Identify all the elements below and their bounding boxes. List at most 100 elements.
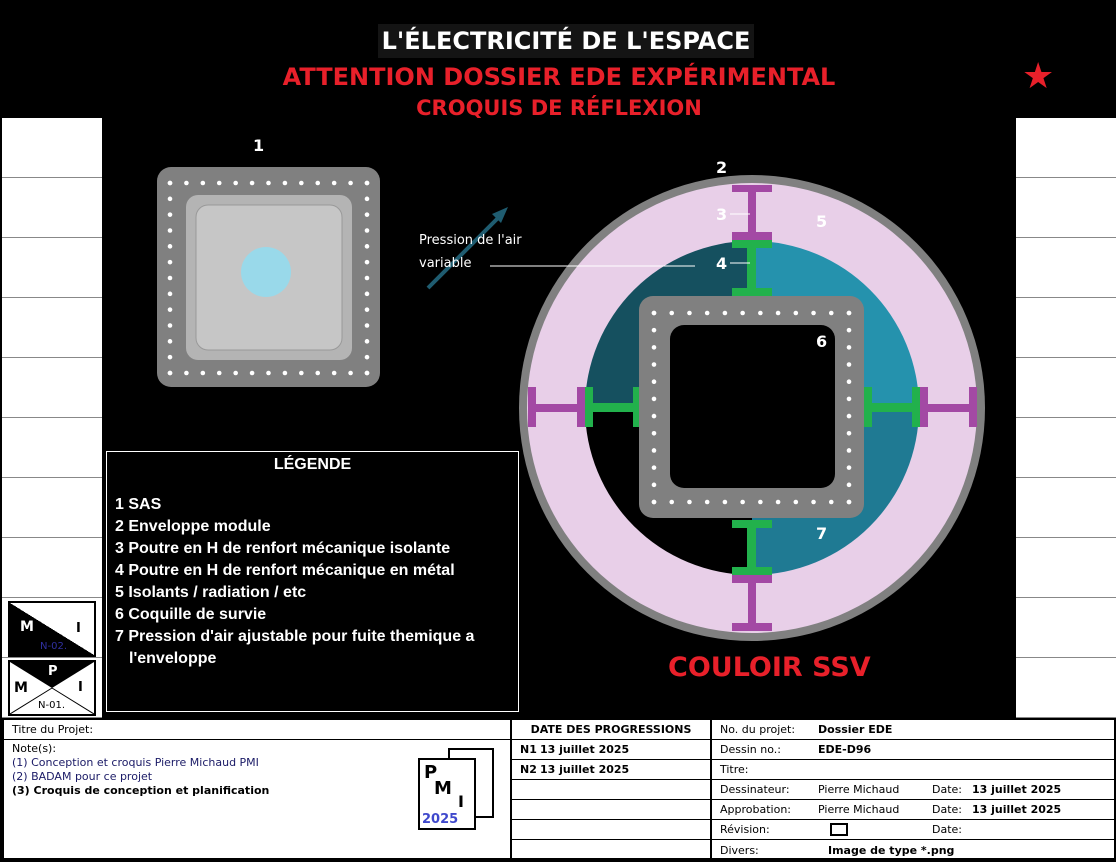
rivet-dot [846,379,852,385]
rivet-dot [167,259,173,265]
rivet-dot [775,310,781,316]
rivet-dot [266,180,271,186]
star-icon: ★ [1022,56,1055,97]
page-title: L'ÉLECTRICITÉ DE L'ESPACE [378,24,754,58]
rivet-dot [651,413,657,419]
rivet-dot [299,180,304,186]
corridor-label: COULOIR SSV [668,652,871,683]
rivet-dot [364,291,370,297]
progress-date: 13 juillet 2025 [540,743,630,756]
rivet-dot [266,370,271,376]
legend-item: 2 Enveloppe module [115,518,271,535]
notes-block: Titre du Projet: Note(s): (1) Conception… [2,718,512,860]
rivet-dot [846,499,852,505]
label-4: 4 [716,254,728,273]
rivet-dot [687,499,692,505]
rivet-dot [775,499,781,505]
legend-item: 7 Pression d'air ajustable pour fuite th… [115,628,475,645]
survival-shell [639,296,864,518]
rivet-dot [364,196,370,202]
revision-checkbox[interactable] [830,823,848,836]
rivet-dot [669,310,675,316]
drafter: Pierre Michaud [818,783,900,796]
rivet-dot [828,499,834,505]
badge-n01: M P I N-01. [8,660,96,716]
rivet-dot [331,180,337,186]
rivet-dot [828,310,834,316]
legend-item: 3 Poutre en H de renfort mécanique isola… [115,540,451,557]
drawing-number: EDE-D96 [818,743,872,756]
rivet-dot [846,430,852,436]
sas-airlock [157,167,380,387]
rivet-dot [216,180,222,186]
rivet-dot [669,499,675,505]
rivet-dot [846,327,852,333]
rivet-dot [811,499,816,505]
rivet-dot [364,370,370,376]
notes-label: Note(s): [12,742,57,755]
project-number: Dossier EDE [818,723,893,736]
rivet-dot [687,310,692,316]
legend-item: 5 Isolants / radiation / etc [115,584,307,601]
rivet-dot [651,448,657,453]
rivet-dot [722,310,728,316]
rivet-dot [740,499,745,505]
rivet-dot [167,196,173,202]
rivet-dot [167,323,173,328]
rivet-dot [651,310,657,316]
warning-title: ATTENTION DOSSIER EDE EXPÉRIMENTAL [282,63,836,91]
rivet-dot [364,354,370,360]
rivet-dot [364,228,370,233]
badge-n02: M P I N-02. [8,601,96,657]
rivet-dot [651,430,657,436]
rivet-dot [722,499,728,505]
rivet-dot [249,180,255,186]
rivet-dot [846,413,852,419]
pressure-annotation-2: variable [419,256,472,271]
rivet-dot [282,370,288,376]
label-7: 7 [816,524,828,543]
rivet-dot [167,275,173,281]
rivet-dot [811,310,816,316]
rivet-dot [846,345,852,350]
legend-title: LÉGENDE [273,456,352,473]
rivet-dot [167,307,173,312]
progress-date: 13 juillet 2025 [540,763,630,776]
rivet-dot [651,499,657,505]
project-title-label: Titre du Projet: [4,720,510,740]
rivet-dot [846,396,852,402]
legend-item: 4 Poutre en H de renfort mécanique en mé… [115,562,455,579]
label-1: 1 [253,136,265,155]
steel-beams [585,240,920,575]
rivet-dot [200,180,206,186]
misc-value: Image de type *.png [828,843,955,857]
label-5: 5 [816,212,828,231]
right-margin-column [1016,118,1116,718]
pressure-arrow [426,207,508,290]
rivet-dot [167,244,173,249]
legend-item: 1 SAS [115,496,162,513]
rivet-dot [364,180,370,186]
rivet-dot [364,244,370,249]
rivet-dot [167,370,173,376]
rivet-dot [651,465,657,470]
rivet-dot [348,180,353,186]
rivet-dot [758,310,763,316]
rivet-dot [364,323,370,328]
rivet-dot [846,465,852,470]
approval-date: 13 juillet 2025 [972,803,1062,816]
rivet-dot [315,180,321,186]
note-item: (3) Croquis de conception et planificati… [12,784,270,797]
rivet-dot [364,275,370,281]
rivet-dot [167,339,173,344]
rivet-dot [740,310,745,316]
rivet-dot [200,370,206,376]
rivet-dot [233,370,238,376]
rivet-dot [651,327,657,333]
rivet-dot [651,345,657,350]
note-item: (2) BADAM pour ce projet [12,770,153,783]
legend-box: LÉGENDE 1 SAS 2 Enveloppe module 3 Poutr… [106,451,519,712]
rivet-dot [651,482,657,488]
